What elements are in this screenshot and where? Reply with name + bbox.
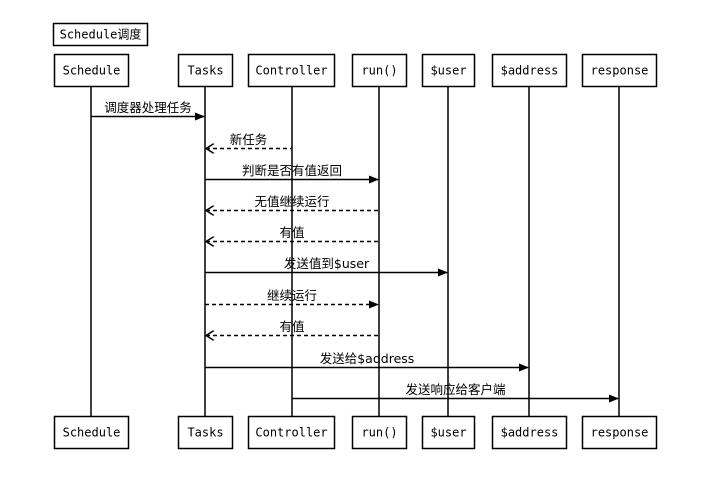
message-label: 发送值到$user bbox=[284, 256, 370, 271]
participant-box-address-bottom[interactable]: $address bbox=[491, 415, 568, 450]
participant-box-response-bottom[interactable]: response bbox=[581, 415, 658, 450]
participant-label: Tasks bbox=[187, 426, 223, 440]
participant-label: $user bbox=[430, 64, 466, 78]
message-label: 新任务 bbox=[230, 132, 268, 147]
message-3: 判断是否有值返回 bbox=[205, 163, 379, 184]
message-6: 发送值到$user bbox=[205, 256, 448, 277]
participant-box-schedule-bottom[interactable]: Schedule bbox=[53, 415, 130, 450]
message-10: 发送响应给客户端 bbox=[292, 382, 619, 403]
message-label: 调度器处理任务 bbox=[104, 100, 192, 115]
participant-label: run() bbox=[361, 426, 397, 440]
participant-box-run-top[interactable]: run() bbox=[351, 53, 408, 88]
message-8: 有值 bbox=[206, 319, 379, 336]
participant-label: Schedule bbox=[63, 64, 121, 78]
participant-box-controller-bottom[interactable]: Controller bbox=[247, 415, 336, 450]
message-label: 发送响应给客户端 bbox=[405, 382, 505, 397]
message-label: 无值继续运行 bbox=[254, 194, 329, 209]
participant-label: $address bbox=[501, 64, 559, 78]
diagram-title: Schedule调度 bbox=[60, 27, 142, 42]
participant-box-tasks-bottom[interactable]: Tasks bbox=[177, 415, 234, 450]
participant-label: Schedule bbox=[63, 426, 121, 440]
participant-box-tasks-top[interactable]: Tasks bbox=[177, 53, 234, 88]
message-7: 继续运行 bbox=[205, 288, 379, 309]
participant-label: $address bbox=[501, 426, 559, 440]
diagram-title-frame: Schedule调度 bbox=[52, 22, 149, 47]
participant-label: $user bbox=[430, 426, 466, 440]
participant-box-user-top[interactable]: $user bbox=[421, 53, 476, 88]
participant-label: Tasks bbox=[187, 64, 223, 78]
message-label: 判断是否有值返回 bbox=[242, 163, 342, 178]
message-9: 发送给$address bbox=[205, 351, 529, 372]
message-label: 有值 bbox=[279, 225, 304, 240]
participant-label: Controller bbox=[255, 426, 327, 440]
message-label: 发送给$address bbox=[320, 351, 415, 366]
participant-label: Controller bbox=[255, 64, 327, 78]
participant-label: run() bbox=[361, 64, 397, 78]
participant-box-address-top[interactable]: $address bbox=[491, 53, 568, 88]
message-4: 无值继续运行 bbox=[206, 194, 379, 211]
participant-box-user-bottom[interactable]: $user bbox=[421, 415, 476, 450]
message-5: 有值 bbox=[206, 225, 379, 242]
participant-box-schedule-top[interactable]: Schedule bbox=[53, 53, 130, 88]
participant-box-response-top[interactable]: response bbox=[581, 53, 658, 88]
message-label: 继续运行 bbox=[267, 288, 317, 303]
message-2: 新任务 bbox=[206, 132, 292, 149]
participant-label: response bbox=[591, 64, 649, 78]
participant-box-run-bottom[interactable]: run() bbox=[351, 415, 408, 450]
participant-label: response bbox=[591, 426, 649, 440]
participant-box-controller-top[interactable]: Controller bbox=[247, 53, 336, 88]
message-1: 调度器处理任务 bbox=[91, 100, 205, 121]
message-label: 有值 bbox=[279, 319, 304, 334]
